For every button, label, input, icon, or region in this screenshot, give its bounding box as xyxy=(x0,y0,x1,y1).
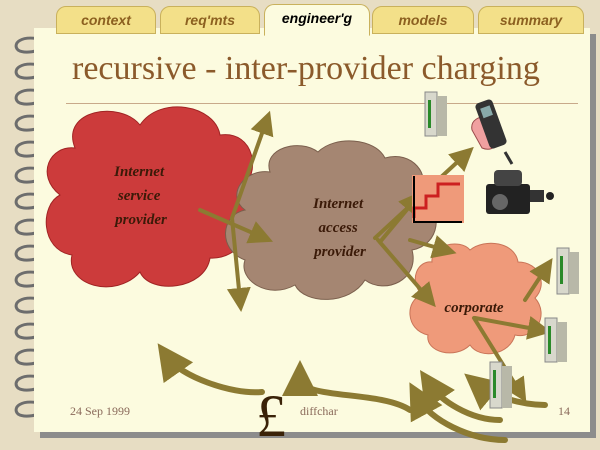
server-icon xyxy=(556,247,579,295)
server-icon xyxy=(544,317,567,363)
tab-models[interactable]: models xyxy=(372,6,474,34)
iap-label: Internet access provider xyxy=(312,196,367,260)
tab-engineering[interactable]: engineer'g xyxy=(264,4,370,36)
tab-summary[interactable]: summary xyxy=(478,6,584,34)
page-title: recursive - inter-provider charging xyxy=(72,50,540,87)
network-arrows xyxy=(198,110,553,403)
staircase-chart-icon xyxy=(412,175,464,223)
title-rule xyxy=(66,103,578,104)
isp-label: Internet service provider xyxy=(113,164,168,228)
corporate-label: corporate xyxy=(444,300,504,316)
server-icon xyxy=(489,361,512,409)
video-camera-icon xyxy=(486,170,554,214)
iap-cloud xyxy=(225,140,437,300)
footer-date: 24 Sep 1999 xyxy=(70,404,130,418)
footer-page-number: 14 xyxy=(558,404,570,418)
isp-cloud xyxy=(45,106,254,288)
pound-sign-icon: £ xyxy=(256,383,286,449)
tab-reqmts[interactable]: req'mts xyxy=(160,6,260,34)
mobile-phone-icon xyxy=(471,99,514,165)
tab-bar: context req'mts engineer'g models summar… xyxy=(56,4,586,36)
footer-filename: diffchar xyxy=(300,404,338,418)
charging-arrows xyxy=(157,343,548,443)
tab-context[interactable]: context xyxy=(56,6,156,34)
server-icon xyxy=(424,91,447,137)
